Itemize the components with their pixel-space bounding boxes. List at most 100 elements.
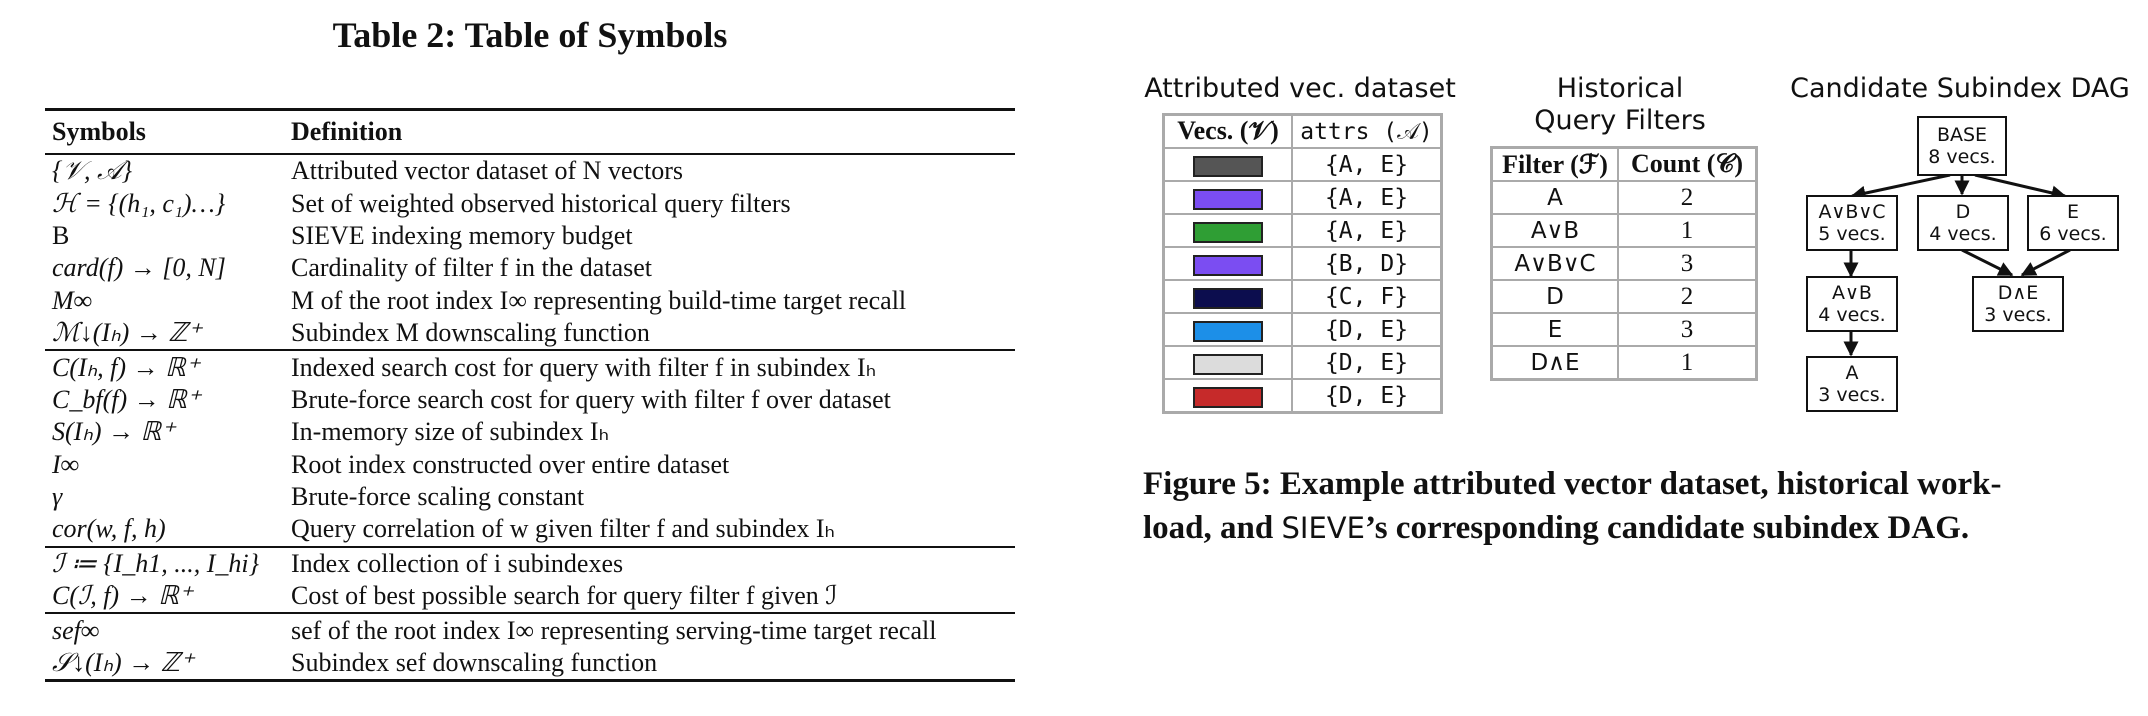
vector-swatch [1193, 386, 1263, 408]
vector-cell [1162, 147, 1293, 182]
symbol-cell: {𝒱, 𝒜} [52, 156, 133, 186]
node-count: 3 vecs. [1984, 304, 2052, 326]
node-count: 4 vecs. [1929, 223, 1997, 245]
table-row: C_bf(f) → ℝ⁺Brute-force search cost for … [45, 384, 1015, 416]
symbol-cell: ℐ ≔ {I_h1, ..., I_hi} [45, 545, 284, 581]
symbol-cell: cor(w, f, h) [52, 514, 166, 544]
table-row: I∞Root index constructed over entire dat… [45, 449, 1015, 481]
count-cell: 3 [1617, 312, 1758, 347]
edge-e-dande [2020, 248, 2071, 277]
definition-cell: Subindex M downscaling function [291, 318, 650, 348]
symbol-cell: γ [52, 482, 63, 512]
attrs-cell: {D, E} [1291, 345, 1443, 380]
attrs-cell: {D, E} [1291, 312, 1443, 347]
caption-line2-a: load, and [1143, 510, 1282, 546]
filters-title-line1: Historical [1556, 73, 1684, 104]
dataset-row: {D, E} [1162, 345, 1443, 380]
table-row: ℐ ≔ {I_h1, ..., I_hi}Index collection of… [45, 545, 1015, 581]
node-count: 3 vecs. [1818, 384, 1886, 406]
attributed-dataset-table: Vecs. (𝒱) attrs (𝒜) {A, E}{A, E}{A, E}{B… [1162, 113, 1443, 414]
definition-cell: Brute-force search cost for query with f… [291, 384, 891, 414]
dataset-row: {B, D} [1162, 246, 1443, 281]
definition-cell: Cost of best possible search for query f… [291, 581, 838, 611]
count-cell: 2 [1617, 279, 1758, 314]
attrs-cell: {D, E} [1291, 378, 1443, 414]
attrs-cell: {B, D} [1291, 246, 1443, 281]
vector-cell [1162, 312, 1293, 347]
table-row: 𝒮↓(Iₕ) → ℤ⁺Subindex sef downscaling func… [45, 646, 1015, 683]
symbol-cell: ℳ↓(Iₕ) → ℤ⁺ [52, 318, 202, 348]
dataset-row: {A, E} [1162, 180, 1443, 215]
dag-node-avb: A∨B 4 vecs. [1806, 276, 1898, 332]
table-header-row: Symbols Definition [45, 108, 1015, 155]
definition-cell: Cardinality of filter f in the dataset [291, 253, 652, 283]
table-row: C(ℐ, f) → ℝ⁺Cost of best possible search… [45, 580, 1015, 613]
definition-cell: Root index constructed over entire datas… [291, 449, 730, 479]
caption-line2-b: ’s corresponding candidate subindex DAG. [1364, 510, 1970, 546]
filter-cell: D [1490, 279, 1619, 314]
node-label: BASE [1936, 124, 1988, 146]
count-cell: 2 [1617, 180, 1758, 215]
attrs-cell: {A, E} [1291, 213, 1443, 248]
dag-node-base: BASE 8 vecs. [1917, 116, 2007, 176]
figure-caption: Figure 5: Example attributed vector data… [1143, 462, 2133, 550]
dag-node-avbvc: A∨B∨C 5 vecs. [1806, 195, 1898, 251]
count-cell: 1 [1617, 345, 1758, 381]
table-row: S(Iₕ) → ℝ⁺ In-memory size of subindex Iₕ [45, 416, 1015, 448]
node-label: E [2066, 201, 2079, 223]
symbol-cell: 𝒮↓(Iₕ) → ℤ⁺ [45, 646, 284, 683]
dag-title: Candidate Subindex DAG [1790, 73, 2130, 104]
filters-title-line2: Query Filters [1534, 105, 1706, 136]
table-row: B SIEVE indexing memory budget [45, 220, 1015, 252]
table-row: card(f) → [0, N] Cardinality of filter f … [45, 252, 1015, 284]
caption-line1: Figure 5: Example attributed vector data… [1143, 466, 2002, 502]
node-count: 6 vecs. [2039, 223, 2107, 245]
edge-base-avbvc [1850, 173, 1951, 201]
dataset-row: {D, E} [1162, 312, 1443, 347]
table-row: sef∞sef of the root index I∞ representin… [45, 612, 1015, 647]
dataset-title: Attributed vec. dataset [1144, 73, 1456, 104]
filters-title: Historical Query Filters [1480, 73, 1760, 137]
node-label: D [1955, 201, 1971, 223]
definition-cell: Brute-force scaling constant [291, 482, 585, 512]
vector-swatch [1193, 287, 1263, 309]
count-cell: 1 [1617, 213, 1758, 248]
dataset-row: {A, E} [1162, 147, 1443, 182]
definition-cell: Set of weighted observed historical quer… [291, 188, 791, 218]
symbol-cell: card(f) → [0, N] [52, 253, 226, 283]
symbol-cell: B [52, 220, 70, 250]
table-row: M∞ M of the root index I∞ representing bu… [45, 285, 1015, 317]
node-label: A∨B [1832, 282, 1872, 304]
table-caption: Table 2: Table of Symbols [332, 15, 728, 55]
dag-node-d: D 4 vecs. [1917, 195, 2009, 251]
dataset-row: {C, F} [1162, 279, 1443, 314]
table-row: ℋ = {(h₁, c₁)…}Set of weighted observed … [45, 187, 1015, 219]
vector-swatch [1193, 320, 1263, 342]
dataset-row: {D, E} [1162, 378, 1443, 414]
dag-node-dande: D∧E 3 vecs. [1972, 276, 2064, 332]
definition-cell: SIEVE indexing memory budget [291, 220, 633, 250]
symbol-cell: S(Iₕ) → ℝ⁺ [52, 417, 175, 447]
vector-swatch [1193, 254, 1263, 276]
caption-sieve: SIEVE [1281, 511, 1365, 545]
definition-cell: M of the root index I∞ representing buil… [291, 285, 907, 315]
filter-header: Filter (ℱ) [1490, 146, 1619, 182]
vector-swatch [1193, 188, 1263, 210]
node-count: 5 vecs. [1818, 223, 1886, 245]
vector-cell [1162, 378, 1293, 414]
symbol-cell: M∞ [52, 285, 93, 315]
vector-swatch [1193, 221, 1263, 243]
symbol-cell: C(Iₕ, f) → ℝ⁺ [45, 349, 284, 384]
filter-cell: A∨B [1490, 213, 1619, 248]
attrs-cell: {A, E} [1291, 147, 1443, 182]
vector-cell [1162, 246, 1293, 281]
header-definition: Definition [284, 108, 1015, 155]
filter-cell: D∧E [1490, 345, 1619, 381]
definition-cell: In-memory size of subindex Iₕ [291, 417, 610, 447]
table-row: {𝒱, 𝒜}Attributed vector dataset of N vec… [45, 154, 1015, 187]
